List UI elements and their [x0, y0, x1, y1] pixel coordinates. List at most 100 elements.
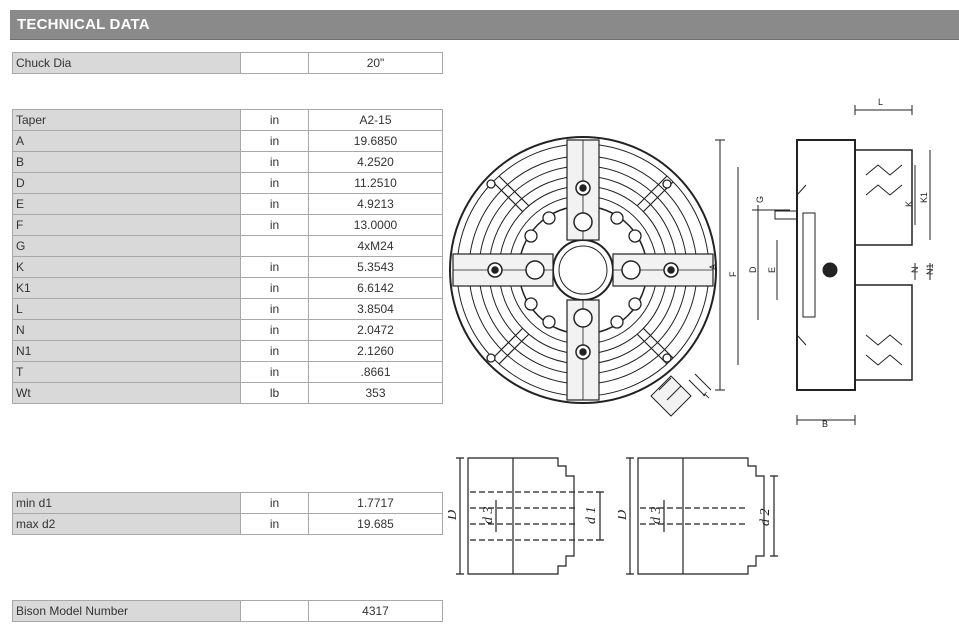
- dim-label-l: L: [878, 97, 883, 107]
- row-label: Bison Model Number: [12, 600, 241, 622]
- dim-label-n1: N1: [925, 263, 935, 275]
- row-value: 1.7717: [308, 492, 443, 514]
- jaw-left-label-d3: d 3: [481, 507, 496, 525]
- row-value: 5.3543: [308, 256, 443, 278]
- row-value: 19.685: [308, 513, 443, 535]
- row-unit: in: [240, 130, 309, 152]
- jaw-diagram-internal: D d 3 d 2: [618, 457, 778, 575]
- row-unit: in: [240, 361, 309, 383]
- chuck-front-view-drawing: T: [449, 136, 717, 417]
- dim-label-d: D: [748, 266, 758, 273]
- row-label: F: [12, 214, 241, 236]
- dim-label-k1: K1: [919, 192, 929, 203]
- row-unit: lb: [240, 382, 309, 404]
- dim-label-e: E: [767, 267, 777, 273]
- row-unit: in: [240, 340, 309, 362]
- dim-label-f: F: [728, 271, 738, 277]
- jaw-left-label-d1: d 1: [584, 507, 599, 525]
- dim-label-b: B: [822, 419, 828, 429]
- row-value: 4.2520: [308, 151, 443, 173]
- row-label: D: [12, 172, 241, 194]
- row-unit: in: [240, 277, 309, 299]
- row-label: K1: [12, 277, 241, 299]
- row-unit: in: [240, 298, 309, 320]
- model-number-table: Bison Model Number 4317: [12, 600, 443, 622]
- row-label: E: [12, 193, 241, 215]
- row-unit: in: [240, 109, 309, 131]
- row-value: 19.6850: [308, 130, 443, 152]
- jaw-diagram-external: D d 3 d 1: [448, 457, 604, 575]
- row-value: 4xM24: [308, 235, 443, 257]
- row-label: min d1: [12, 492, 241, 514]
- row-value: 3.8504: [308, 298, 443, 320]
- dim-label-n: N: [910, 267, 920, 274]
- row-label: max d2: [12, 513, 241, 535]
- row-value: .8661: [308, 361, 443, 383]
- row-value: 13.0000: [308, 214, 443, 236]
- row-unit: [240, 600, 309, 622]
- row-label: A: [12, 130, 241, 152]
- row-value: 2.1260: [308, 340, 443, 362]
- row-unit: [240, 52, 309, 74]
- row-unit: [240, 235, 309, 257]
- jaw-right-label-d: D: [618, 510, 630, 521]
- dim-label-t: T: [701, 390, 712, 401]
- chuck-dia-table: Chuck Dia 20": [12, 52, 443, 74]
- row-value: 4317: [308, 600, 443, 622]
- row-unit: in: [240, 214, 309, 236]
- table-row: G 4xM24: [12, 235, 443, 257]
- section-title: TECHNICAL DATA: [17, 16, 150, 33]
- row-unit: in: [240, 172, 309, 194]
- chuck-side-view-drawing: L G A F D E K K1 N N1 B: [708, 97, 935, 429]
- row-value: 2.0472: [308, 319, 443, 341]
- row-label: L: [12, 298, 241, 320]
- row-label: N: [12, 319, 241, 341]
- row-unit: in: [240, 319, 309, 341]
- dim-label-a: A: [708, 264, 718, 270]
- row-unit: in: [240, 492, 309, 514]
- dim-label-g: G: [755, 196, 765, 203]
- jaw-right-label-d2: d 2: [758, 509, 773, 527]
- row-value: 353: [308, 382, 443, 404]
- jaw-right-label-d3: d 3: [649, 507, 664, 525]
- row-value: 11.2510: [308, 172, 443, 194]
- row-value: 4.9213: [308, 193, 443, 215]
- row-label: B: [12, 151, 241, 173]
- row-label: Chuck Dia: [12, 52, 241, 74]
- row-label: Wt: [12, 382, 241, 404]
- row-label: N1: [12, 340, 241, 362]
- row-label: Taper: [12, 109, 241, 131]
- table-row: Chuck Dia 20": [12, 52, 443, 74]
- row-unit: in: [240, 151, 309, 173]
- row-label: K: [12, 256, 241, 278]
- row-value: 6.6142: [308, 277, 443, 299]
- row-unit: in: [240, 193, 309, 215]
- row-unit: in: [240, 256, 309, 278]
- row-value: 20": [308, 52, 443, 74]
- row-label: G: [12, 235, 241, 257]
- dim-label-k: K: [904, 201, 914, 207]
- section-header: TECHNICAL DATA: [10, 10, 959, 40]
- jaw-left-label-d: D: [448, 510, 460, 521]
- row-value: A2-15: [308, 109, 443, 131]
- row-unit: in: [240, 513, 309, 535]
- table-row: Bison Model Number 4317: [12, 600, 443, 622]
- row-label: T: [12, 361, 241, 383]
